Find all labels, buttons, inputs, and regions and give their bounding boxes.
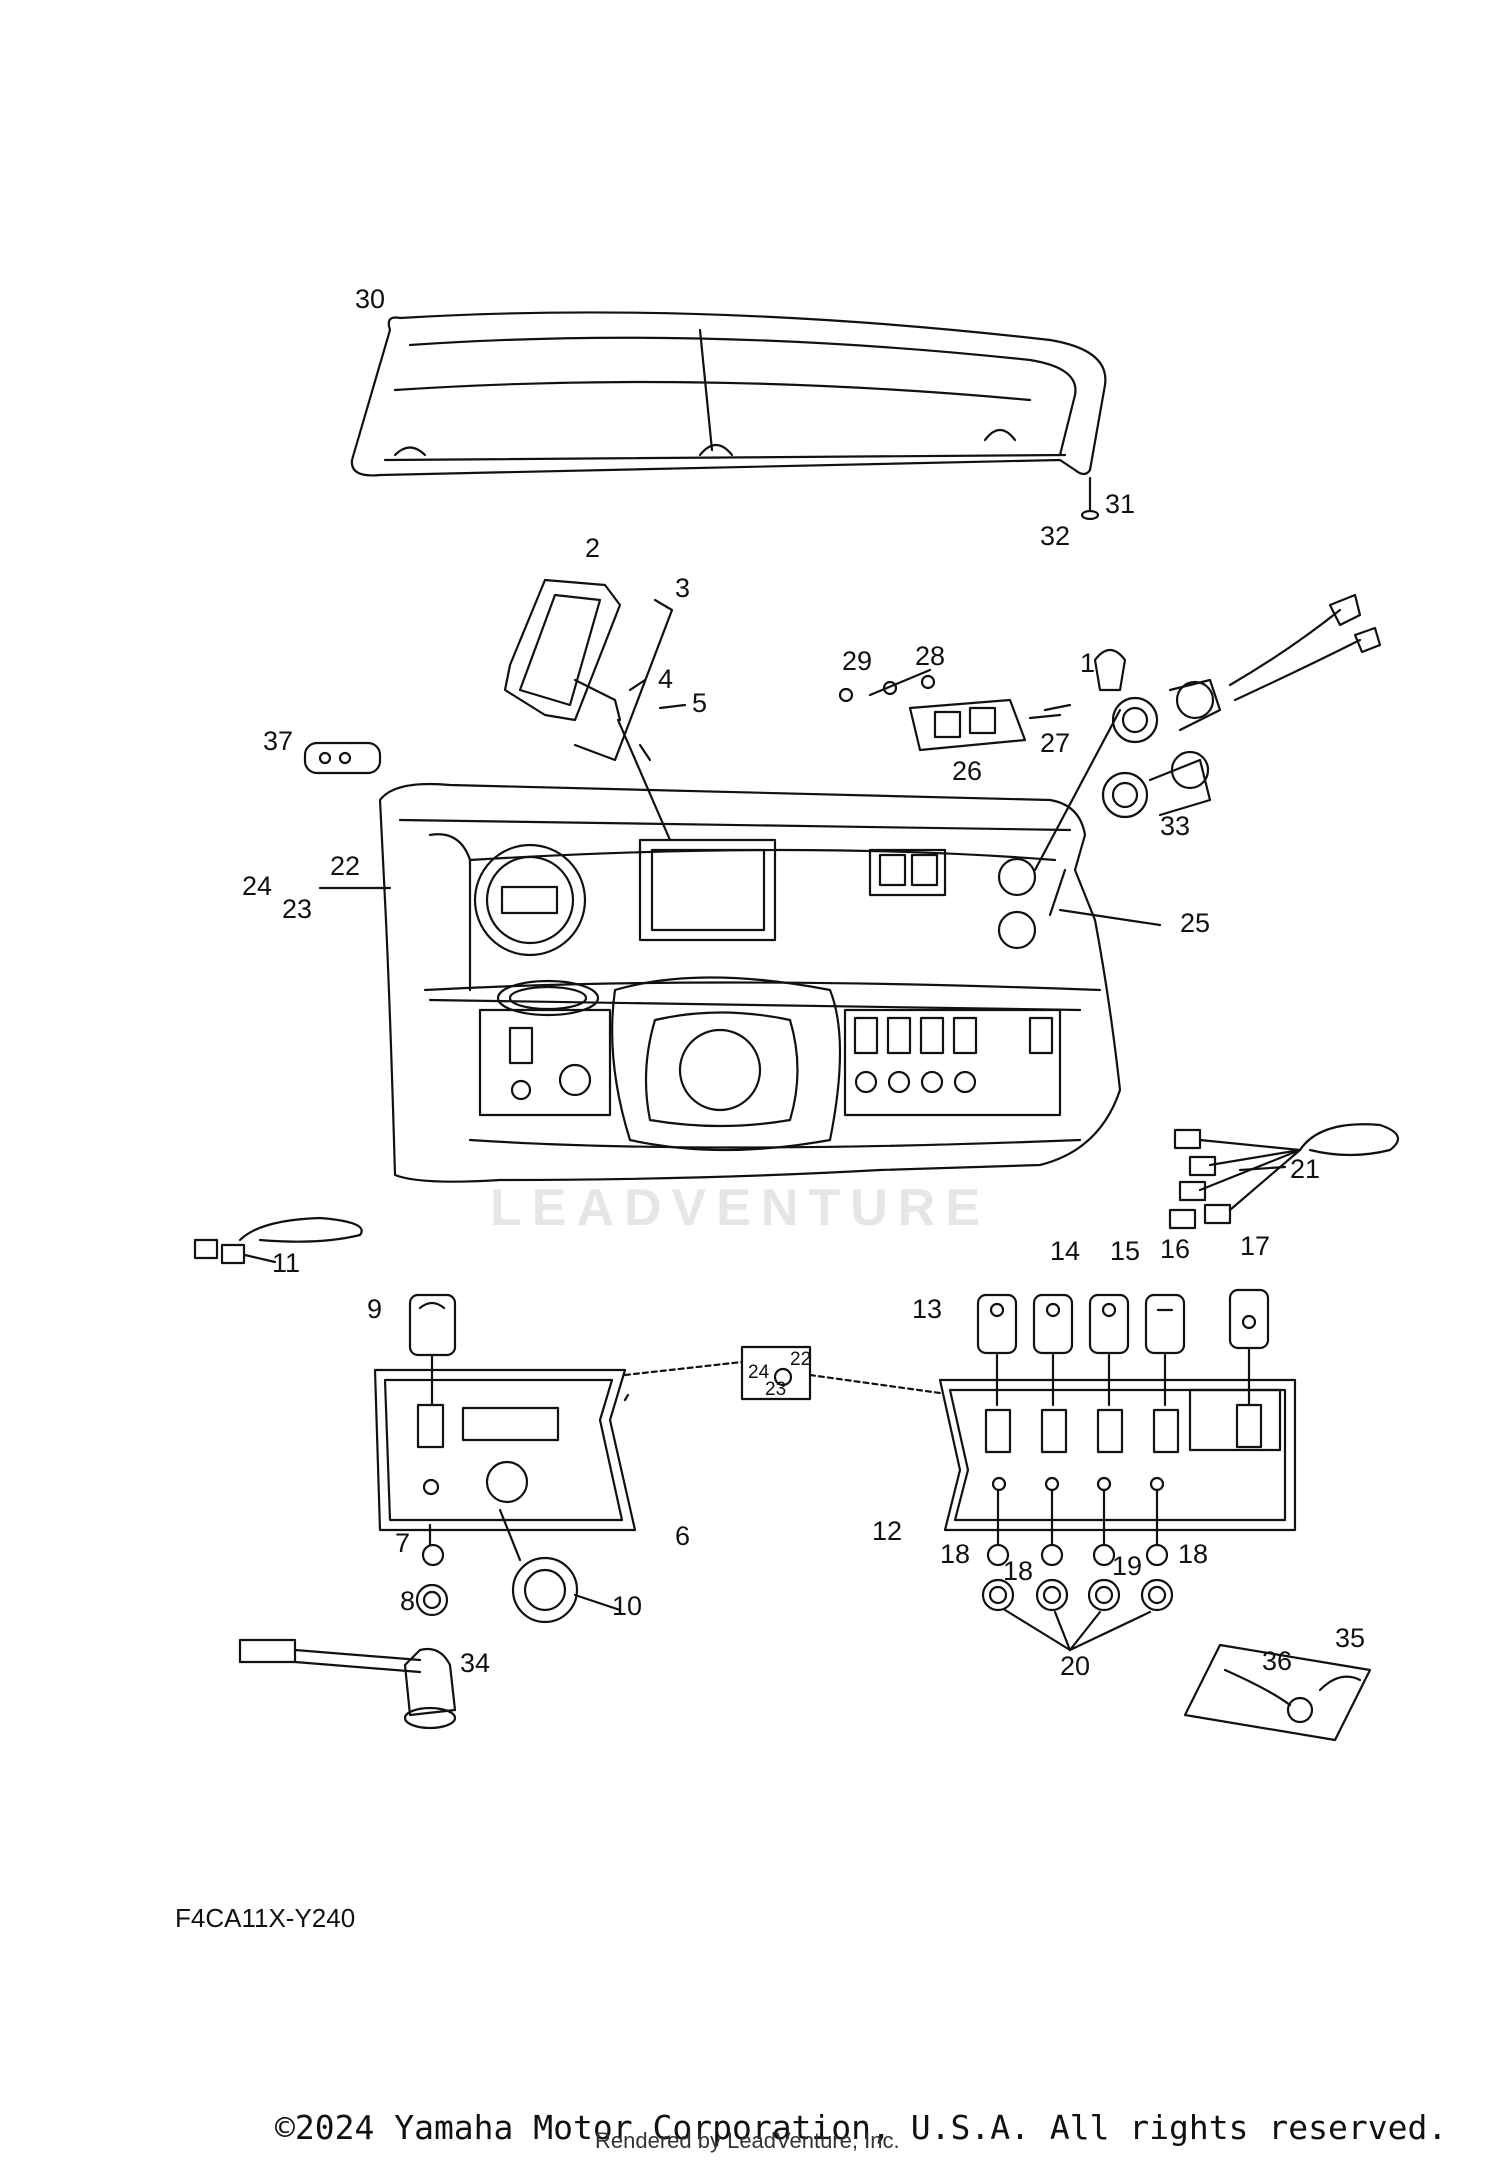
callout-17: 17 xyxy=(1240,1231,1270,1261)
callout-15: 15 xyxy=(1110,1236,1140,1266)
nut-7 xyxy=(421,1543,445,1567)
callout-10: 10 xyxy=(612,1591,642,1621)
hardware-box xyxy=(740,1345,812,1401)
grommet-8 xyxy=(415,1583,449,1617)
harness-34 xyxy=(238,1638,457,1730)
callout-30: 30 xyxy=(355,284,385,314)
callout-28: 28 xyxy=(915,641,945,671)
switch-cap-15 xyxy=(1088,1293,1130,1355)
callout-2: 2 xyxy=(585,533,600,563)
callout-29: 29 xyxy=(842,646,872,676)
callout-5: 5 xyxy=(692,688,707,718)
callout-13: 13 xyxy=(912,1294,942,1324)
callout-18c: 18 xyxy=(1178,1539,1208,1569)
hardware-callout-22: 22 xyxy=(790,1349,811,1370)
callout-labels: 30 31 32 2 3 4 5 29 28 1 26 27 33 37 24 … xyxy=(242,284,1365,1681)
callout-12: 12 xyxy=(872,1516,902,1546)
callout-32: 32 xyxy=(1040,521,1070,551)
usb-socket-1 xyxy=(1093,648,1222,744)
callout-37: 37 xyxy=(263,726,293,756)
right-panel-12 xyxy=(938,1378,1297,1532)
harness-11 xyxy=(193,1216,363,1265)
key-fob xyxy=(303,741,382,775)
callout-3: 3 xyxy=(675,573,690,603)
callout-6: 6 xyxy=(675,1521,690,1551)
callout-21: 21 xyxy=(1290,1154,1320,1184)
callout-27: 27 xyxy=(1040,728,1070,758)
copyright-notice: ©2024 Yamaha Motor Corporation, U.S.A. A… xyxy=(275,2108,1448,2147)
hardware-callout-23: 23 xyxy=(765,1379,786,1400)
switch-block-26 xyxy=(908,698,1027,752)
drawing-code: F4CA11X-Y240 xyxy=(175,1903,356,1933)
ignition-box xyxy=(1183,1643,1372,1742)
callout-7: 7 xyxy=(395,1528,410,1558)
meter-display xyxy=(503,578,622,722)
callout-16: 16 xyxy=(1160,1234,1190,1264)
callout-26: 26 xyxy=(952,756,982,786)
callout-19: 19 xyxy=(1112,1551,1142,1581)
callout-20: 20 xyxy=(1060,1651,1090,1681)
callout-11: 11 xyxy=(272,1248,300,1278)
callout-18b: 18 xyxy=(1003,1556,1033,1586)
washer-32 xyxy=(1080,509,1100,521)
callout-18a: 18 xyxy=(940,1539,970,1569)
callout-34: 34 xyxy=(460,1648,490,1678)
callout-4: 4 xyxy=(658,664,673,694)
switch-cap-16 xyxy=(1144,1293,1186,1355)
bracket-3 xyxy=(573,598,674,762)
knob-10 xyxy=(511,1556,579,1624)
callout-23: 23 xyxy=(282,894,312,924)
left-panel-6 xyxy=(373,1368,637,1532)
callout-1: 1 xyxy=(1080,648,1095,678)
dashboard-body xyxy=(378,782,1122,1183)
harness-21 xyxy=(1168,1123,1400,1230)
callout-24: 24 xyxy=(242,871,272,901)
dash-visor xyxy=(350,311,1107,477)
callout-22: 22 xyxy=(330,851,360,881)
hardware-callout-24: 24 xyxy=(748,1362,770,1383)
callout-8: 8 xyxy=(400,1586,415,1616)
callout-14: 14 xyxy=(1050,1236,1080,1266)
callout-31: 31 xyxy=(1105,489,1135,519)
rendered-by: Rendered by LeadVenture, Inc. xyxy=(595,2128,900,2153)
switch-cap-13 xyxy=(976,1293,1018,1355)
callout-36: 36 xyxy=(1262,1646,1292,1676)
power-socket-33 xyxy=(1101,750,1212,819)
callout-33: 33 xyxy=(1160,811,1190,841)
callout-9: 9 xyxy=(367,1294,382,1324)
callout-25: 25 xyxy=(1180,908,1210,938)
switch-cap-14 xyxy=(1032,1293,1074,1355)
switch-cap-17 xyxy=(1228,1288,1270,1350)
watermark: LEADVENTURE xyxy=(490,1179,991,1237)
callout-35: 35 xyxy=(1335,1623,1365,1653)
